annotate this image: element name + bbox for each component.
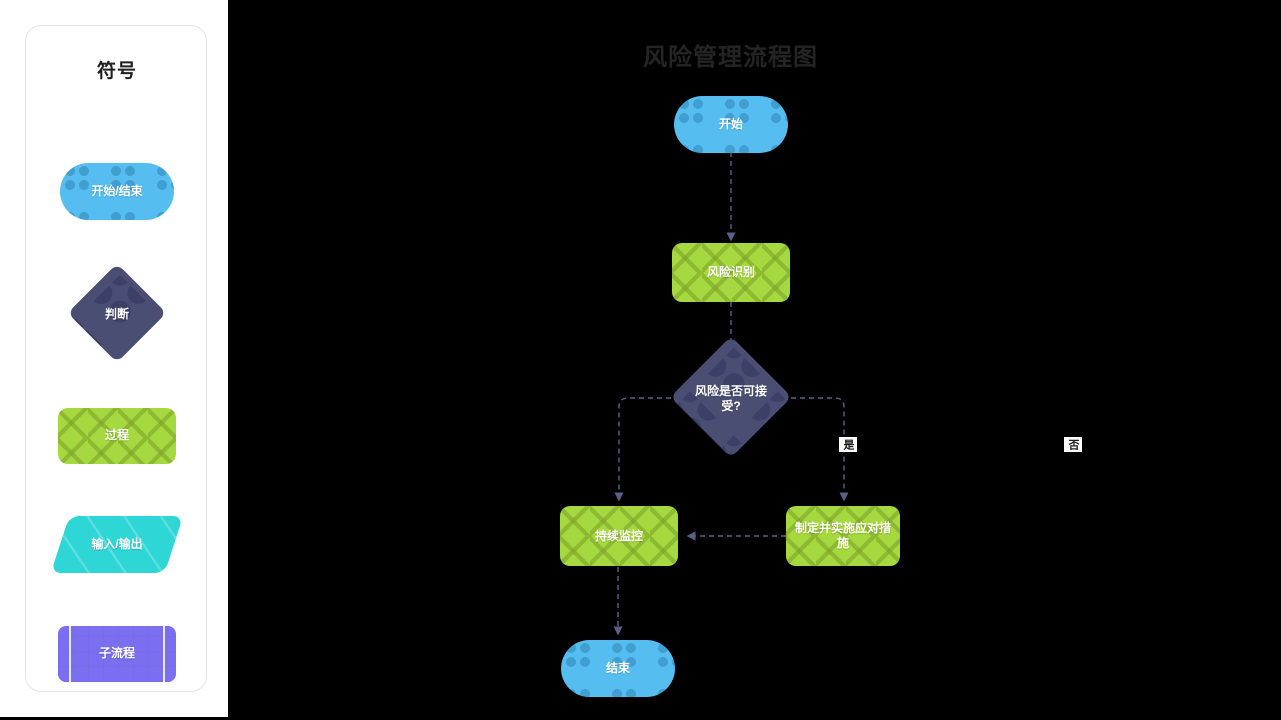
subprocess-shape: 子流程: [58, 625, 176, 682]
node-mitigate-shape: 制定并实施应对措施: [786, 506, 900, 566]
legend-card: 符号 开始/结束 判断: [25, 25, 207, 692]
grid-pattern-icon: [58, 625, 176, 682]
chevron-pattern-icon: [672, 243, 790, 302]
legend-label-process: 过程: [104, 428, 129, 442]
stripe-pattern-icon: [50, 516, 184, 573]
subprocess-right-bar: [163, 625, 165, 682]
decision-diamond: [67, 263, 167, 362]
legend-item-io[interactable]: 输入/输出: [26, 492, 208, 597]
node-start-label: 开始: [718, 117, 743, 131]
clover-pattern-icon: [674, 96, 788, 153]
chevron-pattern-icon: [560, 506, 678, 566]
clover-pattern-icon: [60, 163, 174, 220]
legend-label-terminal: 开始/结束: [91, 184, 143, 198]
edge-decide-mitigate: [791, 397, 849, 502]
node-identify-label: 风险识别: [706, 265, 755, 279]
clover-pattern-icon: [561, 640, 675, 697]
node-monitor[interactable]: 持续监控: [560, 506, 678, 566]
subprocess-left-bar: [69, 625, 71, 682]
legend-item-process[interactable]: 过程: [26, 383, 208, 488]
legend-item-terminal[interactable]: 开始/结束: [26, 139, 208, 244]
node-mitigate[interactable]: 制定并实施应对措施: [786, 506, 900, 566]
legend-item-subprocess[interactable]: 子流程: [26, 601, 208, 706]
node-identify[interactable]: 风险识别: [672, 243, 790, 302]
legend-title: 符号: [96, 61, 137, 82]
node-monitor-label: 持续监控: [594, 528, 643, 543]
node-decide[interactable]: 风险是否可接受?: [670, 336, 792, 458]
edge-label-no: 否: [1064, 437, 1082, 452]
flowchart-edges: [613, 152, 849, 636]
flowchart-canvas: 风险管理流程图 是: [228, 0, 1281, 720]
chevron-pattern-icon: [58, 407, 176, 464]
node-end[interactable]: 结束: [561, 640, 675, 697]
node-start-shape: 开始: [674, 96, 788, 153]
node-start[interactable]: 开始: [674, 96, 788, 153]
edge-decide-monitor: [614, 397, 671, 502]
chart-title: 风险管理流程图: [643, 44, 818, 71]
decision-shape: 判断: [60, 263, 174, 362]
process-shape: 过程: [58, 407, 176, 464]
petal-pattern-icon: [67, 263, 167, 362]
legend-label-subprocess: 子流程: [98, 646, 135, 660]
node-identify-shape: 风险识别: [672, 243, 790, 302]
terminal-shape: 开始/结束: [60, 163, 174, 220]
node-mitigate-label: 制定并实施应对措施: [795, 521, 892, 550]
io-shape: 输入/输出: [50, 516, 184, 573]
chevron-pattern-icon: [786, 506, 900, 566]
node-monitor-shape: 持续监控: [560, 506, 678, 566]
node-end-shape: 结束: [561, 640, 675, 697]
node-end-label: 结束: [605, 661, 630, 675]
legend-panel: 符号 开始/结束 判断: [0, 0, 228, 717]
legend-item-decision[interactable]: 判断: [26, 263, 208, 366]
io-parallelogram: [50, 516, 184, 573]
edge-label-yes: 是: [839, 437, 857, 452]
